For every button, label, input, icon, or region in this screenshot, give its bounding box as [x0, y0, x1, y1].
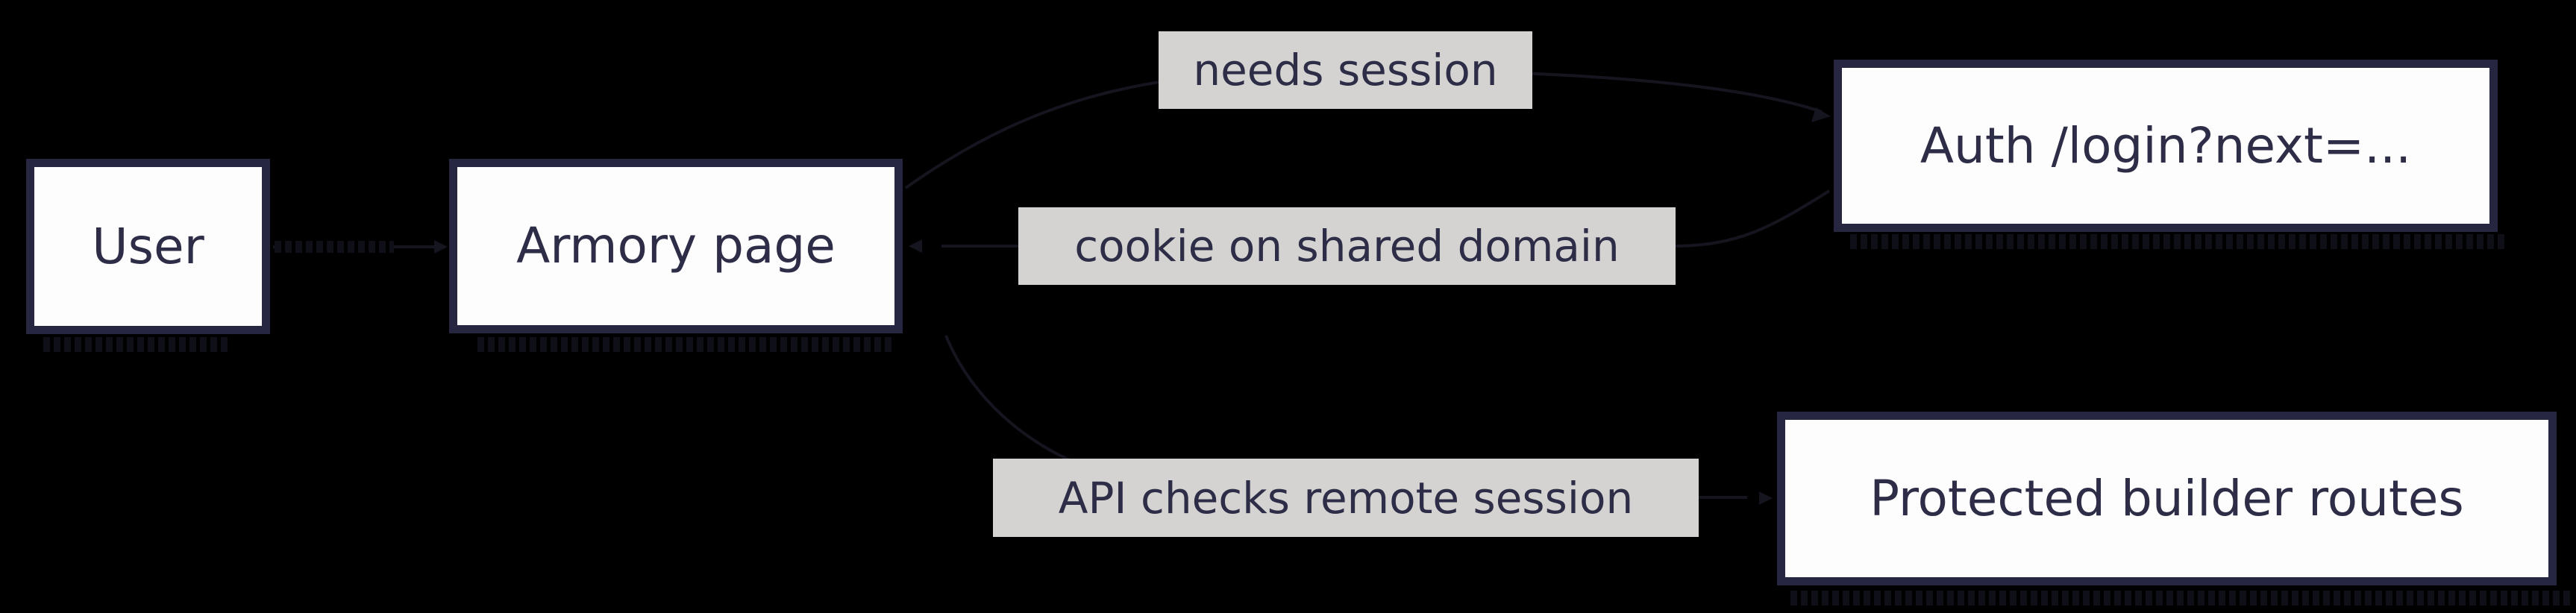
- arrowhead-into-armory-right: [909, 239, 922, 253]
- faint-text-artifact: [275, 241, 394, 253]
- node-protected-builder-routes-label: Protected builder routes: [1870, 469, 2464, 527]
- edge-label-cookie-shared-domain: cookie on shared domain: [1018, 207, 1676, 285]
- node-user-label: User: [92, 217, 204, 275]
- node-protected-builder-routes: Protected builder routes: [1777, 412, 2557, 585]
- arrowhead-into-protected-left: [1759, 491, 1773, 505]
- edge-label-needs-session: needs session: [1159, 31, 1532, 109]
- node-armory-page-label: Armory page: [516, 217, 836, 274]
- edge-label-needs-session-text: needs session: [1193, 45, 1498, 95]
- edge-auth-armory: [941, 189, 1831, 248]
- edge-label-api-checks-remote-session: API checks remote session: [993, 459, 1699, 537]
- node-auth-login: Auth /login?next=...: [1834, 60, 2498, 232]
- node-armory-page: Armory page: [449, 159, 903, 333]
- node-auth-login-label: Auth /login?next=...: [1920, 116, 2412, 175]
- node-user: User: [26, 159, 270, 334]
- faint-text-artifact: [1790, 591, 2574, 606]
- edge-label-api-checks-remote-session-text: API checks remote session: [1058, 472, 1634, 524]
- faint-text-artifact: [477, 337, 895, 352]
- faint-text-artifact: [1850, 234, 2507, 249]
- arrowhead-into-armory-left: [434, 240, 448, 254]
- arrowhead-into-auth-left: [1811, 107, 1831, 122]
- edge-label-cookie-shared-domain-text: cookie on shared domain: [1074, 221, 1620, 271]
- faint-text-artifact: [43, 337, 230, 352]
